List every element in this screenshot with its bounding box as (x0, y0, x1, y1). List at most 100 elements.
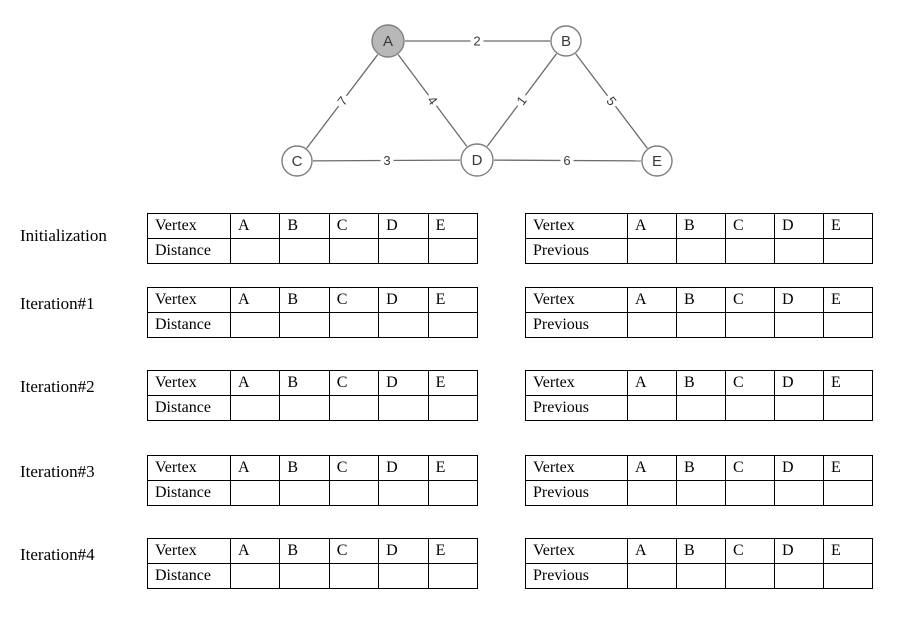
svg-text:2: 2 (473, 34, 480, 49)
node-label-E: E (652, 153, 662, 170)
vertex-cell-C: C (725, 213, 775, 239)
edge-weight-C-D: 3 (380, 153, 394, 168)
vertex-cell-B: B (676, 287, 726, 313)
vertex-header-cell: Vertex (525, 538, 628, 564)
vertex-header-cell: Vertex (525, 287, 628, 313)
svg-text:6: 6 (563, 153, 570, 168)
previous-label-cell: Previous (525, 312, 628, 338)
vertex-cell-A: A (229, 287, 281, 313)
distance-value-cell-B (279, 312, 330, 338)
previous-value-cell-C (725, 395, 775, 421)
vertex-cell-E: E (427, 370, 479, 396)
edge-weight-B-E: 5 (601, 91, 622, 111)
edge-weight-A-B: 2 (470, 33, 484, 49)
row-label: Iteration#1 (20, 294, 95, 313)
vertex-cell-B: B (279, 213, 330, 239)
vertex-cell-C: C (328, 538, 380, 564)
previous-value-cell-E (823, 238, 873, 264)
vertex-cell-A: A (627, 287, 677, 313)
row-label: Initialization (20, 226, 107, 245)
vertex-cell-B: B (676, 370, 726, 396)
previous-row: Previous (525, 395, 873, 421)
distance-value-cell-A (229, 563, 281, 589)
vertex-cell-E: E (427, 213, 479, 239)
edge-weight-A-C: 7 (332, 91, 353, 111)
distance-label-cell: Distance (147, 480, 231, 506)
distance-value-cell-C (328, 480, 380, 506)
vertex-cell-D: D (774, 213, 824, 239)
vertex-header-cell: Vertex (147, 538, 231, 564)
vertex-header-cell: Vertex (525, 455, 628, 481)
distance-value-cell-B (279, 238, 330, 264)
distance-value-cell-D (378, 563, 429, 589)
node-A (371, 24, 405, 58)
previous-value-cell-D (774, 312, 824, 338)
vertex-cell-E: E (427, 287, 479, 313)
node-D (460, 143, 494, 177)
previous-value-cell-B (676, 563, 726, 589)
previous-value-cell-B (676, 480, 726, 506)
previous-value-cell-C (725, 238, 775, 264)
previous-value-cell-A (627, 563, 677, 589)
distance-value-cell-D (378, 238, 429, 264)
node-label-A: A (383, 33, 393, 50)
vertex-cell-A: A (627, 213, 677, 239)
vertex-cell-D: D (378, 287, 429, 313)
distance-row: Distance (147, 395, 479, 421)
vertex-header-cell: Vertex (525, 370, 628, 396)
previous-value-cell-D (774, 238, 824, 264)
previous-value-cell-D (774, 480, 824, 506)
previous-value-cell-E (823, 395, 873, 421)
distance-label-cell: Distance (147, 395, 231, 421)
distance-row: Distance (147, 312, 479, 338)
distance-value-cell-E (427, 563, 479, 589)
vertex-cell-C: C (328, 455, 380, 481)
edge-weight-A-D: 4 (422, 90, 443, 111)
previous-label-cell: Previous (525, 563, 628, 589)
edge-weight-B-D: 1 (511, 90, 532, 111)
vertex-cell-C: C (725, 538, 775, 564)
vertex-cell-C: C (725, 455, 775, 481)
previous-value-cell-C (725, 480, 775, 506)
distance-value-cell-A (229, 395, 281, 421)
node-C (281, 145, 313, 177)
previous-row: Previous (525, 238, 873, 264)
previous-value-cell-A (627, 480, 677, 506)
distance-value-cell-D (378, 480, 429, 506)
distance-row: Distance (147, 238, 479, 264)
distance-value-cell-A (229, 480, 281, 506)
distance-value-cell-C (328, 312, 380, 338)
distance-value-cell-A (229, 312, 281, 338)
previous-value-cell-D (774, 395, 824, 421)
vertex-cell-C: C (328, 287, 380, 313)
vertex-cell-A: A (627, 370, 677, 396)
vertex-cell-D: D (774, 370, 824, 396)
row-label: Iteration#4 (20, 545, 95, 564)
vertex-cell-A: A (229, 213, 281, 239)
vertex-cell-D: D (774, 287, 824, 313)
vertex-cell-E: E (823, 370, 873, 396)
vertex-header-cell: Vertex (147, 287, 231, 313)
vertex-cell-E: E (427, 455, 479, 481)
vertex-cell-A: A (229, 370, 281, 396)
node-label-D: D (472, 152, 483, 169)
previous-value-cell-A (627, 312, 677, 338)
node-label-C: C (292, 153, 303, 170)
distance-value-cell-C (328, 395, 380, 421)
vertex-cell-E: E (427, 538, 479, 564)
vertex-cell-B: B (279, 538, 330, 564)
